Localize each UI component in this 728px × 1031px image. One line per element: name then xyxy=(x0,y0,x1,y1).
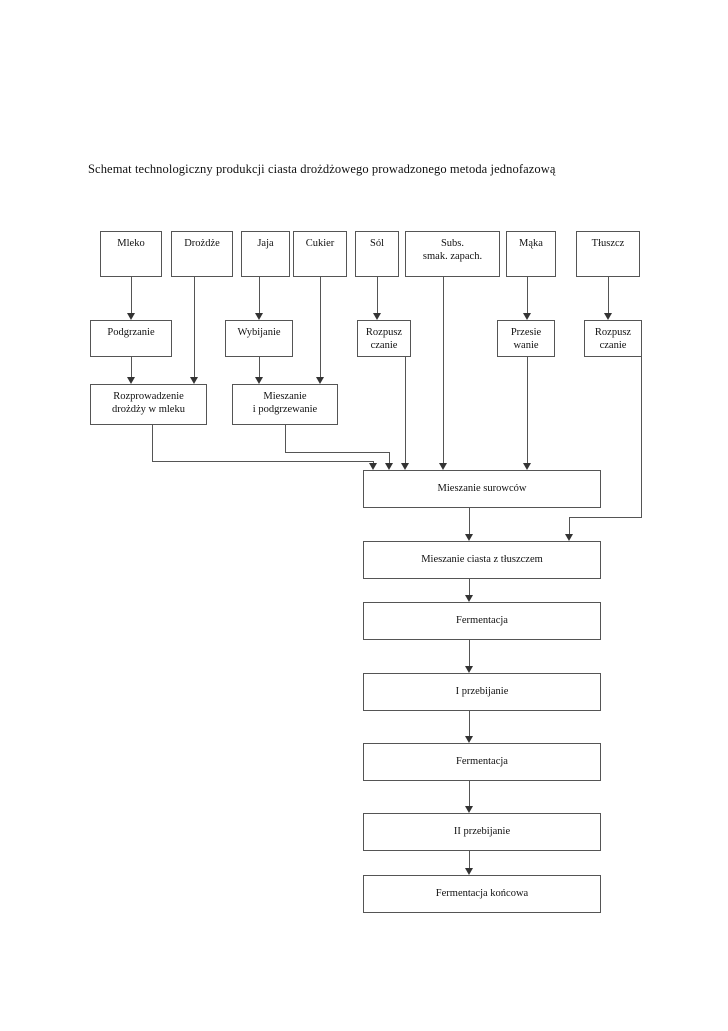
node-rozpuszczanie-tluszcz-label: Rozpusz czanie xyxy=(594,327,632,351)
connector-subs-mieszanie-surowcow xyxy=(443,277,444,463)
connector-mieszanie-ciasta-fermentacja1 xyxy=(469,579,470,595)
node-przesiewanie[interactable]: Przesie wanie xyxy=(497,320,555,357)
node-mieszanie-ciasta-z-tluszczem-label: Mieszanie ciasta z tłuszczem xyxy=(421,553,543,565)
node-tluszcz-label: Tłuszcz xyxy=(591,238,625,249)
node-mleko-label: Mleko xyxy=(117,238,145,249)
node-cukier-label: Cukier xyxy=(305,238,335,249)
connector-rozpuszczanie-tluszcz-into-box xyxy=(569,517,570,534)
connector-przebijanie1-fermentacja2 xyxy=(469,711,470,736)
node-cukier[interactable]: Cukier xyxy=(293,231,347,277)
arrowhead-fermentacja2-przebijanie2 xyxy=(464,806,473,813)
node-rozpuszczanie-sol[interactable]: Rozpusz czanie xyxy=(357,320,411,357)
connector-fermentacja1-przebijanie1 xyxy=(469,640,470,666)
node-fermentacja-2[interactable]: Fermentacja xyxy=(363,743,601,781)
node-mleko[interactable]: Mleko xyxy=(100,231,162,277)
connector-rozpuszczanie-tluszcz-horizontal xyxy=(569,517,642,518)
node-i-przebijanie-label: I przebijanie xyxy=(455,685,509,697)
connector-mieszanie-podgrzewanie-down xyxy=(285,425,286,452)
node-drozdze-label: Drożdże xyxy=(184,238,220,249)
arrowhead-tluszcz-rozpuszczanie xyxy=(603,313,612,320)
arrowhead-przebijanie2-fermentacja-koncowa xyxy=(464,868,473,875)
node-tluszcz[interactable]: Tłuszcz xyxy=(576,231,640,277)
node-mieszanie-surowcow-label: Mieszanie surowców xyxy=(437,482,527,494)
connector-przesiewanie-mieszanie-surowcow xyxy=(527,357,528,463)
arrowhead-subs-mieszanie-surowcow xyxy=(438,463,447,470)
node-jaja-label: Jaja xyxy=(257,238,274,249)
node-mieszanie-podgrzewanie[interactable]: Mieszanie i podgrzewanie xyxy=(232,384,338,425)
node-rozpuszczanie-tluszcz[interactable]: Rozpusz czanie xyxy=(584,320,642,357)
node-rozprowadzenie-drozdzy-label: Rozprowadzenie drożdży w mleku xyxy=(112,391,185,415)
connector-mieszanie-podgrzewanie-horizontal xyxy=(285,452,389,453)
connector-jaja-wybijanie xyxy=(259,277,260,313)
page-title: Schemat technologiczny produkcji ciasta … xyxy=(88,162,556,176)
node-i-przebijanie[interactable]: I przebijanie xyxy=(363,673,601,711)
arrowhead-mieszanie-surowcow-mieszanie-ciasta xyxy=(464,534,473,541)
connector-przebijanie2-fermentacja-koncowa xyxy=(469,851,470,868)
node-rozpuszczanie-sol-label: Rozpusz czanie xyxy=(365,327,403,351)
node-ii-przebijanie[interactable]: II przebijanie xyxy=(363,813,601,851)
node-drozdze[interactable]: Drożdże xyxy=(171,231,233,277)
node-mieszanie-surowcow[interactable]: Mieszanie surowców xyxy=(363,470,601,508)
arrowhead-mieszanie-ciasta-fermentacja1 xyxy=(464,595,473,602)
arrowhead-wybijanie-mieszanie xyxy=(254,377,263,384)
connector-rozprowadzenie-down xyxy=(152,425,153,461)
node-maka-label: Mąka xyxy=(519,238,543,249)
node-fermentacja-koncowa[interactable]: Fermentacja końcowa xyxy=(363,875,601,913)
connector-fermentacja2-przebijanie2 xyxy=(469,781,470,806)
node-rozprowadzenie-drozdzy[interactable]: Rozprowadzenie drożdży w mleku xyxy=(90,384,207,425)
node-przesiewanie-label: Przesie wanie xyxy=(510,327,542,351)
node-subs-smak-zapach[interactable]: Subs. smak. zapach. xyxy=(405,231,500,277)
arrowhead-przesiewanie-mieszanie-surowcow xyxy=(522,463,531,470)
connector-tluszcz-rozpuszczanie xyxy=(608,277,609,313)
arrowhead-podgrzanie-rozprowadzenie xyxy=(126,377,135,384)
arrowhead-maka-przesiewanie xyxy=(522,313,531,320)
arrowhead-jaja-wybijanie xyxy=(254,313,263,320)
arrowhead-rozpuszczanie-tluszcz-mieszanie-ciasta xyxy=(564,534,573,541)
node-jaja[interactable]: Jaja xyxy=(241,231,290,277)
arrowhead-cukier-mieszanie xyxy=(315,377,324,384)
node-wybijanie-label: Wybijanie xyxy=(237,327,281,338)
arrowhead-przebijanie1-fermentacja2 xyxy=(464,736,473,743)
node-podgrzanie[interactable]: Podgrzanie xyxy=(90,320,172,357)
arrowhead-rozpuszczanie-sol-mieszanie-surowcow xyxy=(400,463,409,470)
arrowhead-drozdze-rozprowadzenie xyxy=(189,377,198,384)
node-maka[interactable]: Mąka xyxy=(506,231,556,277)
node-ii-przebijanie-label: II przebijanie xyxy=(453,825,511,837)
connector-podgrzanie-rozprowadzenie xyxy=(131,357,132,377)
node-sol-label: Sól xyxy=(369,238,384,249)
arrowhead-mieszanie-podgrzewanie-mieszanie-surowcow xyxy=(384,463,393,470)
node-fermentacja-koncowa-label: Fermentacja końcowa xyxy=(435,887,529,899)
node-mieszanie-podgrzewanie-label: Mieszanie i podgrzewanie xyxy=(252,391,318,415)
connector-rozpuszczanie-tluszcz-down xyxy=(641,357,642,517)
connector-mieszanie-surowcow-mieszanie-ciasta xyxy=(469,508,470,534)
arrowhead-mleko-podgrzanie xyxy=(126,313,135,320)
arrowhead-fermentacja1-przebijanie1 xyxy=(464,666,473,673)
connector-sol-rozpuszczanie xyxy=(377,277,378,313)
arrowhead-sol-rozpuszczanie xyxy=(372,313,381,320)
connector-wybijanie-mieszanie xyxy=(259,357,260,377)
node-fermentacja-1[interactable]: Fermentacja xyxy=(363,602,601,640)
connector-maka-przesiewanie xyxy=(527,277,528,313)
connector-rozprowadzenie-into-box xyxy=(373,461,374,463)
connector-rozpuszczanie-sol-mieszanie-surowcow xyxy=(405,357,406,463)
connector-rozprowadzenie-horizontal xyxy=(152,461,373,462)
arrowhead-rozprowadzenie-mieszanie-surowcow xyxy=(368,463,377,470)
connector-mieszanie-podgrzewanie-into-box xyxy=(389,452,390,463)
connector-drozdze-rozprowadzenie xyxy=(194,277,195,377)
connector-cukier-mieszanie xyxy=(320,277,321,377)
node-mieszanie-ciasta-z-tluszczem[interactable]: Mieszanie ciasta z tłuszczem xyxy=(363,541,601,579)
node-fermentacja-1-label: Fermentacja xyxy=(456,614,508,626)
node-subs-smak-zapach-label: Subs. smak. zapach. xyxy=(422,238,483,262)
node-podgrzanie-label: Podgrzanie xyxy=(107,327,155,338)
node-wybijanie[interactable]: Wybijanie xyxy=(225,320,293,357)
connector-mleko-podgrzanie xyxy=(131,277,132,313)
node-sol[interactable]: Sól xyxy=(355,231,399,277)
node-fermentacja-2-label: Fermentacja xyxy=(456,755,508,767)
